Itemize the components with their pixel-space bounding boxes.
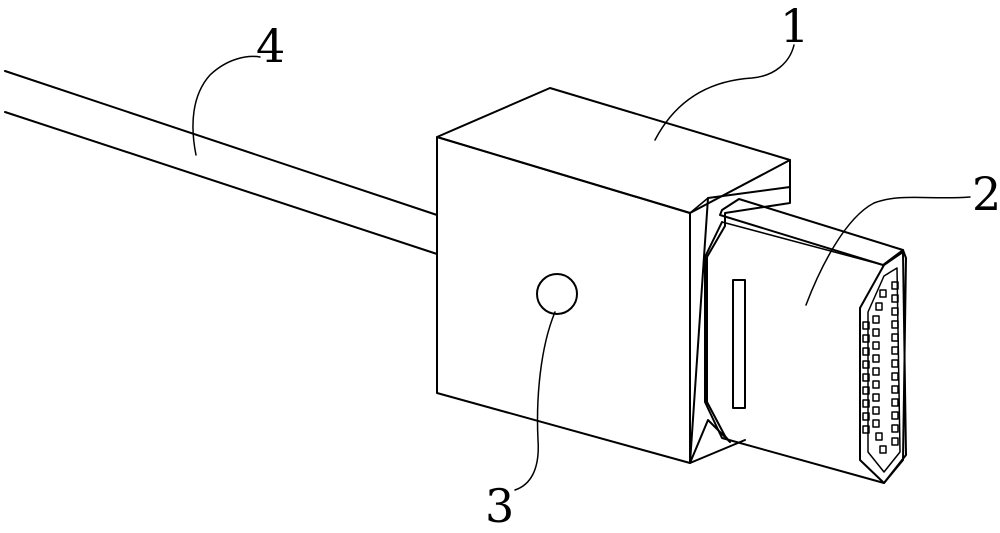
label-plug: 2: [972, 167, 1000, 221]
pin: [873, 394, 879, 401]
pin: [892, 347, 898, 354]
leader-line-3: [515, 312, 555, 490]
pin: [892, 412, 898, 419]
pin: [873, 420, 879, 427]
pin: [873, 342, 879, 349]
housing-front-face: [437, 137, 690, 463]
leader-lines: [193, 45, 970, 490]
pin: [873, 329, 879, 336]
plug-pins: [863, 282, 898, 453]
label-housing: 1: [780, 0, 809, 53]
hdmi-plug: [690, 187, 906, 483]
pin: [892, 373, 898, 380]
plug-body-inner-edge: [722, 222, 883, 267]
label-cable: 4: [256, 19, 285, 73]
pin: [873, 316, 879, 323]
pin: [880, 290, 886, 297]
cable: [5, 71, 437, 254]
pin: [892, 386, 898, 393]
pin: [892, 321, 898, 328]
pin: [873, 407, 879, 414]
pin: [873, 355, 879, 362]
label-button: 3: [485, 479, 514, 533]
housing-block: [437, 88, 790, 463]
leader-line-4: [193, 56, 260, 155]
leader-line-2: [806, 197, 970, 305]
pin: [880, 446, 886, 453]
pin: [892, 360, 898, 367]
button-circle: [537, 274, 577, 314]
pin: [892, 334, 898, 341]
pin: [873, 381, 879, 388]
pin: [876, 433, 882, 440]
cable-edge-lower: [5, 112, 437, 254]
cable-edge-upper: [5, 71, 437, 215]
plug-side-slot: [733, 280, 745, 408]
pin: [892, 425, 898, 432]
pin: [873, 368, 879, 375]
pin: [892, 399, 898, 406]
pin: [892, 438, 898, 445]
pin: [876, 303, 882, 310]
